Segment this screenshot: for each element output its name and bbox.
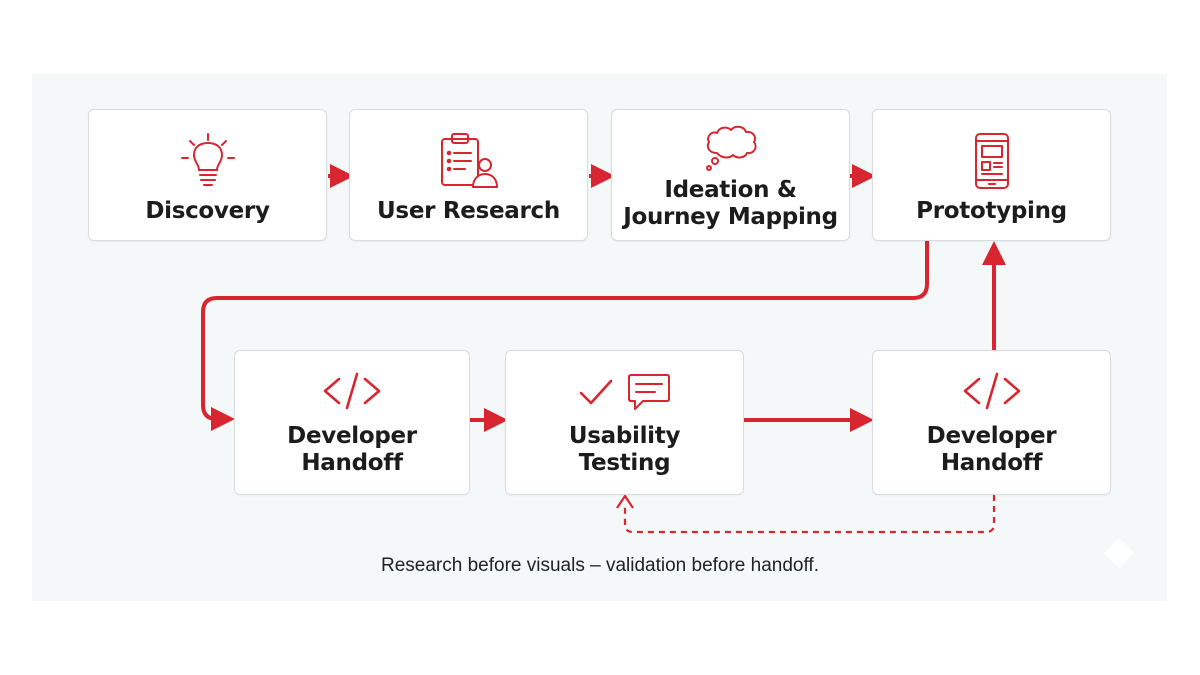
step-usability-testing: Usability Testing: [505, 350, 744, 495]
diagram-caption: Research before visuals – validation bef…: [381, 555, 819, 576]
lightbulb-icon: [180, 132, 235, 186]
step-prototyping: Prototyping: [872, 109, 1111, 241]
code-icon: [963, 372, 1020, 409]
step-label: Developer Handoff: [926, 422, 1057, 476]
step-user-research: User Research: [349, 109, 588, 241]
step-developer-handoff-left: Developer Handoff: [234, 350, 470, 495]
step-ideation-journey-mapping: Ideation & Journey Mapping: [611, 109, 850, 241]
step-label: Usability Testing: [568, 422, 681, 476]
step-label: Discovery: [145, 197, 270, 224]
check-chat-icon: [579, 373, 670, 410]
thought-cloud-icon: [705, 125, 757, 171]
step-discovery: Discovery: [88, 109, 327, 241]
clipboard-user-icon: [440, 132, 498, 188]
step-label: Prototyping: [916, 197, 1067, 224]
code-icon: [323, 372, 381, 409]
step-label: User Research: [377, 197, 560, 224]
mobile-wireframe-icon: [974, 132, 1009, 189]
step-developer-handoff-right: Developer Handoff: [872, 350, 1111, 495]
step-label: Ideation & Journey Mapping: [623, 177, 838, 230]
step-label: Developer Handoff: [287, 422, 417, 476]
